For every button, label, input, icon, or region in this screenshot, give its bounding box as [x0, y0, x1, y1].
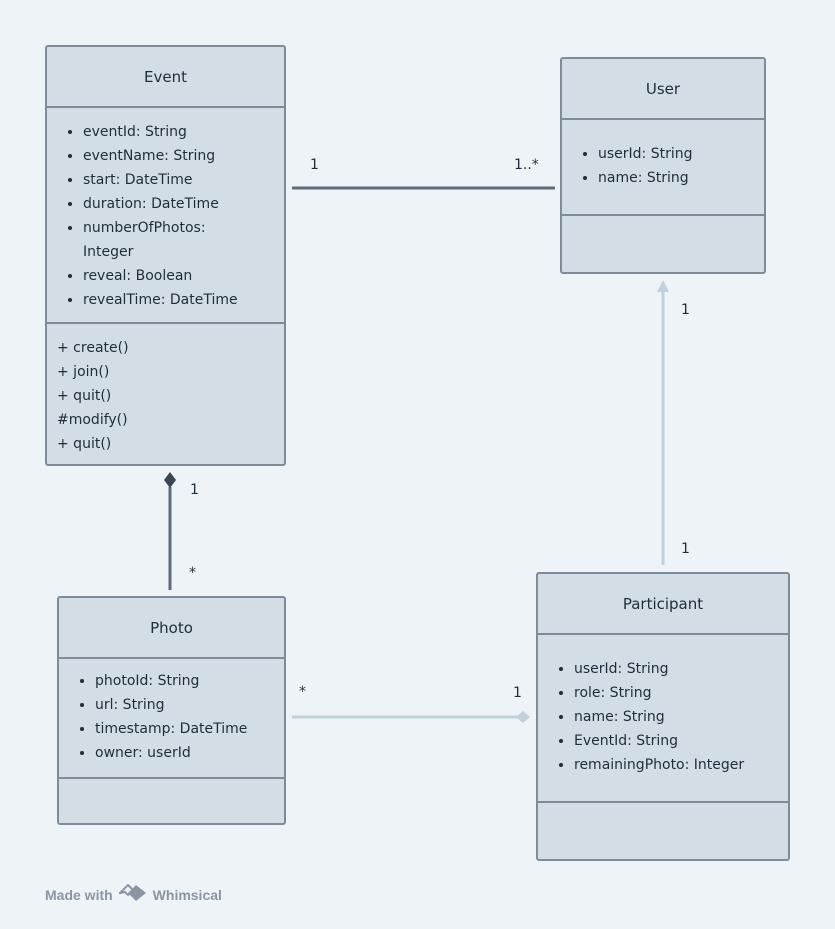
class-participant[interactable]: Participant userId: String role: String … [536, 572, 790, 861]
class-title: Event [47, 47, 284, 108]
aggregation-diamond [516, 711, 530, 723]
multiplicity-label: 1 [310, 157, 319, 173]
multiplicity-label: 1 [190, 482, 199, 498]
class-title: User [562, 59, 764, 120]
class-event[interactable]: Event eventId: String eventName: String … [45, 45, 286, 466]
method-section: + create() + join() + quit() #modify() +… [47, 324, 284, 464]
class-title: Photo [59, 598, 284, 659]
multiplicity-label: 1 [681, 302, 690, 318]
method: + quit() [57, 436, 112, 452]
attribute: role: String [559, 681, 778, 705]
attribute: remainingPhoto: Integer [559, 753, 778, 777]
attribute: owner: userId [80, 741, 274, 765]
attribute: eventId: String [68, 120, 274, 144]
attribute-section: photoId: String url: String timestamp: D… [59, 659, 284, 779]
class-title: Participant [538, 574, 788, 635]
multiplicity-label: * [299, 684, 306, 700]
composition-diamond [164, 472, 176, 488]
footer-brand: Whimsical [152, 886, 222, 903]
class-user[interactable]: User userId: String name: String [560, 57, 766, 274]
attribute: start: DateTime [68, 168, 274, 192]
attribute: duration: DateTime [68, 192, 274, 216]
attribute: photoId: String [80, 669, 274, 693]
attribute-section: userId: String role: String name: String… [538, 635, 788, 803]
attribute: userId: String [583, 142, 754, 166]
method-section [562, 216, 764, 272]
multiplicity-label: 1 [513, 685, 522, 701]
attribute: name: String [583, 166, 754, 190]
method: + quit() [57, 388, 112, 404]
method: + create() [57, 340, 129, 356]
multiplicity-label: * [189, 565, 196, 581]
attribute: numberOfPhotos: Integer [68, 216, 274, 264]
method: + join() [57, 364, 110, 380]
attribute: revealTime: DateTime [68, 288, 274, 312]
whimsical-logo-icon [116, 883, 147, 905]
attribute: EventId: String [559, 729, 778, 753]
method-section [59, 779, 284, 823]
attribute-section: userId: String name: String [562, 120, 764, 216]
attribute: name: String [559, 705, 778, 729]
method-section [538, 803, 788, 859]
made-with-footer[interactable]: Made with Whimsical [45, 883, 222, 905]
attribute: userId: String [559, 657, 778, 681]
attribute: url: String [80, 693, 274, 717]
method: #modify() [57, 412, 128, 428]
arrow-head [657, 280, 669, 292]
attribute: reveal: Boolean [68, 264, 274, 288]
multiplicity-label: 1 [681, 541, 690, 557]
footer-prefix: Made with [45, 886, 113, 903]
attribute: timestamp: DateTime [80, 717, 274, 741]
multiplicity-label: 1..* [514, 157, 539, 173]
class-photo[interactable]: Photo photoId: String url: String timest… [57, 596, 286, 825]
attribute-section: eventId: String eventName: String start:… [47, 108, 284, 324]
attribute: eventName: String [68, 144, 274, 168]
